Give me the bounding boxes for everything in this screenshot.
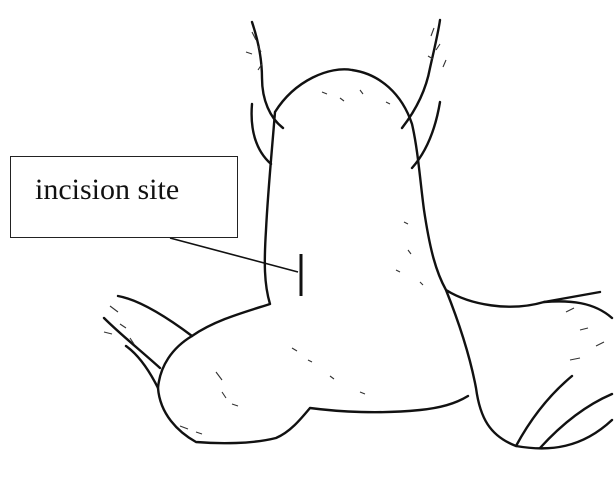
incision-callout [170, 238, 301, 296]
incision-label-box: incision site [10, 156, 238, 238]
leader-line [170, 238, 298, 272]
frog-body [158, 69, 612, 448]
hind-left-leg [104, 296, 192, 388]
incision-label: incision site [35, 173, 179, 207]
front-right-leg [402, 20, 440, 168]
hind-right-leg [516, 301, 612, 448]
front-left-leg [252, 22, 283, 164]
